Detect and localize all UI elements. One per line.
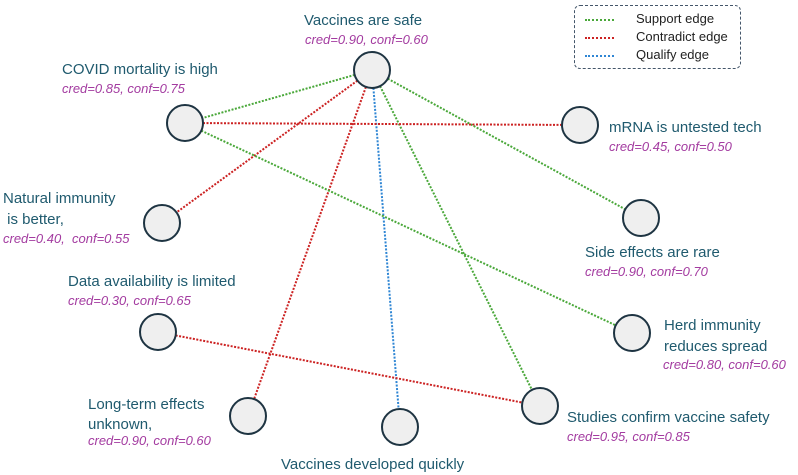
node-label-mrna-untested: mRNA is untested tech <box>609 119 762 136</box>
node-label-herd-immunity-line2: reduces spread <box>664 338 768 355</box>
node-label-herd-immunity-line1: Herd immunity <box>664 317 761 334</box>
node-meta-data-limited: cred=0.30, conf=0.65 <box>68 293 191 308</box>
edges-layer <box>175 73 626 410</box>
node-mrna-untested[interactable] <box>561 106 599 144</box>
node-meta-herd-immunity: cred=0.80, conf=0.60 <box>663 357 786 372</box>
node-data-limited[interactable] <box>139 313 177 351</box>
support-edge-vaccines-safe-to-covid-mortality <box>202 73 355 120</box>
qualify-edge-vaccines-safe-to-developed-quickly <box>372 87 400 410</box>
legend-label-contradict: Contradict edge <box>636 29 728 44</box>
node-studies-confirm[interactable] <box>521 387 559 425</box>
nodes-layer <box>139 51 660 446</box>
support-edge-vaccines-safe-to-side-effects <box>387 77 626 211</box>
node-label-covid-mortality: COVID mortality is high <box>62 61 218 78</box>
node-label-side-effects: Side effects are rare <box>585 244 720 261</box>
contradict-edge-covid-mortality-to-mrna-untested <box>202 122 563 126</box>
node-long-term[interactable] <box>229 397 267 435</box>
qualify-edge-swatch-icon <box>585 55 614 57</box>
node-meta-vaccines-safe: cred=0.90, conf=0.60 <box>305 32 428 47</box>
contradict-edge-swatch-icon <box>585 37 614 39</box>
legend: Support edge Contradict edge Qualify edg… <box>574 5 741 69</box>
node-meta-long-term: cred=0.90, conf=0.60 <box>88 433 211 448</box>
node-side-effects[interactable] <box>622 199 660 237</box>
node-label-natural-immunity-line2: is better, <box>3 211 64 228</box>
node-meta-natural-immunity: cred=0.40, conf=0.55 <box>3 231 130 246</box>
node-covid-mortality[interactable] <box>166 104 204 142</box>
node-label-vaccines-safe: Vaccines are safe <box>304 12 423 29</box>
node-label-long-term-line2: unknown, <box>88 416 153 433</box>
node-meta-studies-confirm: cred=0.95, conf=0.85 <box>567 429 690 444</box>
legend-item-contradict: Contradict edge <box>585 29 735 47</box>
legend-item-support: Support edge <box>585 11 735 29</box>
contradict-edge-data-limited-to-studies-confirm <box>175 334 523 404</box>
node-label-developed-quickly: Vaccines developed quickly <box>281 456 465 473</box>
support-edge-covid-mortality-to-herd-immunity <box>200 129 617 327</box>
node-vaccines-safe[interactable] <box>353 51 391 89</box>
node-meta-side-effects: cred=0.90, conf=0.70 <box>585 264 708 279</box>
support-edge-vaccines-safe-to-studies-confirm <box>379 85 533 391</box>
node-natural-immunity[interactable] <box>143 204 181 242</box>
contradict-edge-vaccines-safe-to-long-term <box>253 86 367 400</box>
contradict-edge-vaccines-safe-to-natural-immunity <box>175 79 359 214</box>
node-label-long-term-line1: Long-term effects <box>88 396 205 413</box>
node-label-studies-confirm: Studies confirm vaccine safety <box>567 409 770 426</box>
node-herd-immunity[interactable] <box>613 314 651 352</box>
node-label-natural-immunity-line1: Natural immunity <box>3 190 116 207</box>
legend-label-support: Support edge <box>636 11 715 26</box>
legend-item-qualify: Qualify edge <box>585 47 735 65</box>
legend-label-qualify: Qualify edge <box>636 47 709 62</box>
node-meta-mrna-untested: cred=0.45, conf=0.50 <box>609 139 732 154</box>
support-edge-swatch-icon <box>585 19 614 21</box>
node-meta-covid-mortality: cred=0.85, conf=0.75 <box>62 81 185 96</box>
node-developed-quickly[interactable] <box>381 408 419 446</box>
node-label-data-limited: Data availability is limited <box>68 273 236 290</box>
